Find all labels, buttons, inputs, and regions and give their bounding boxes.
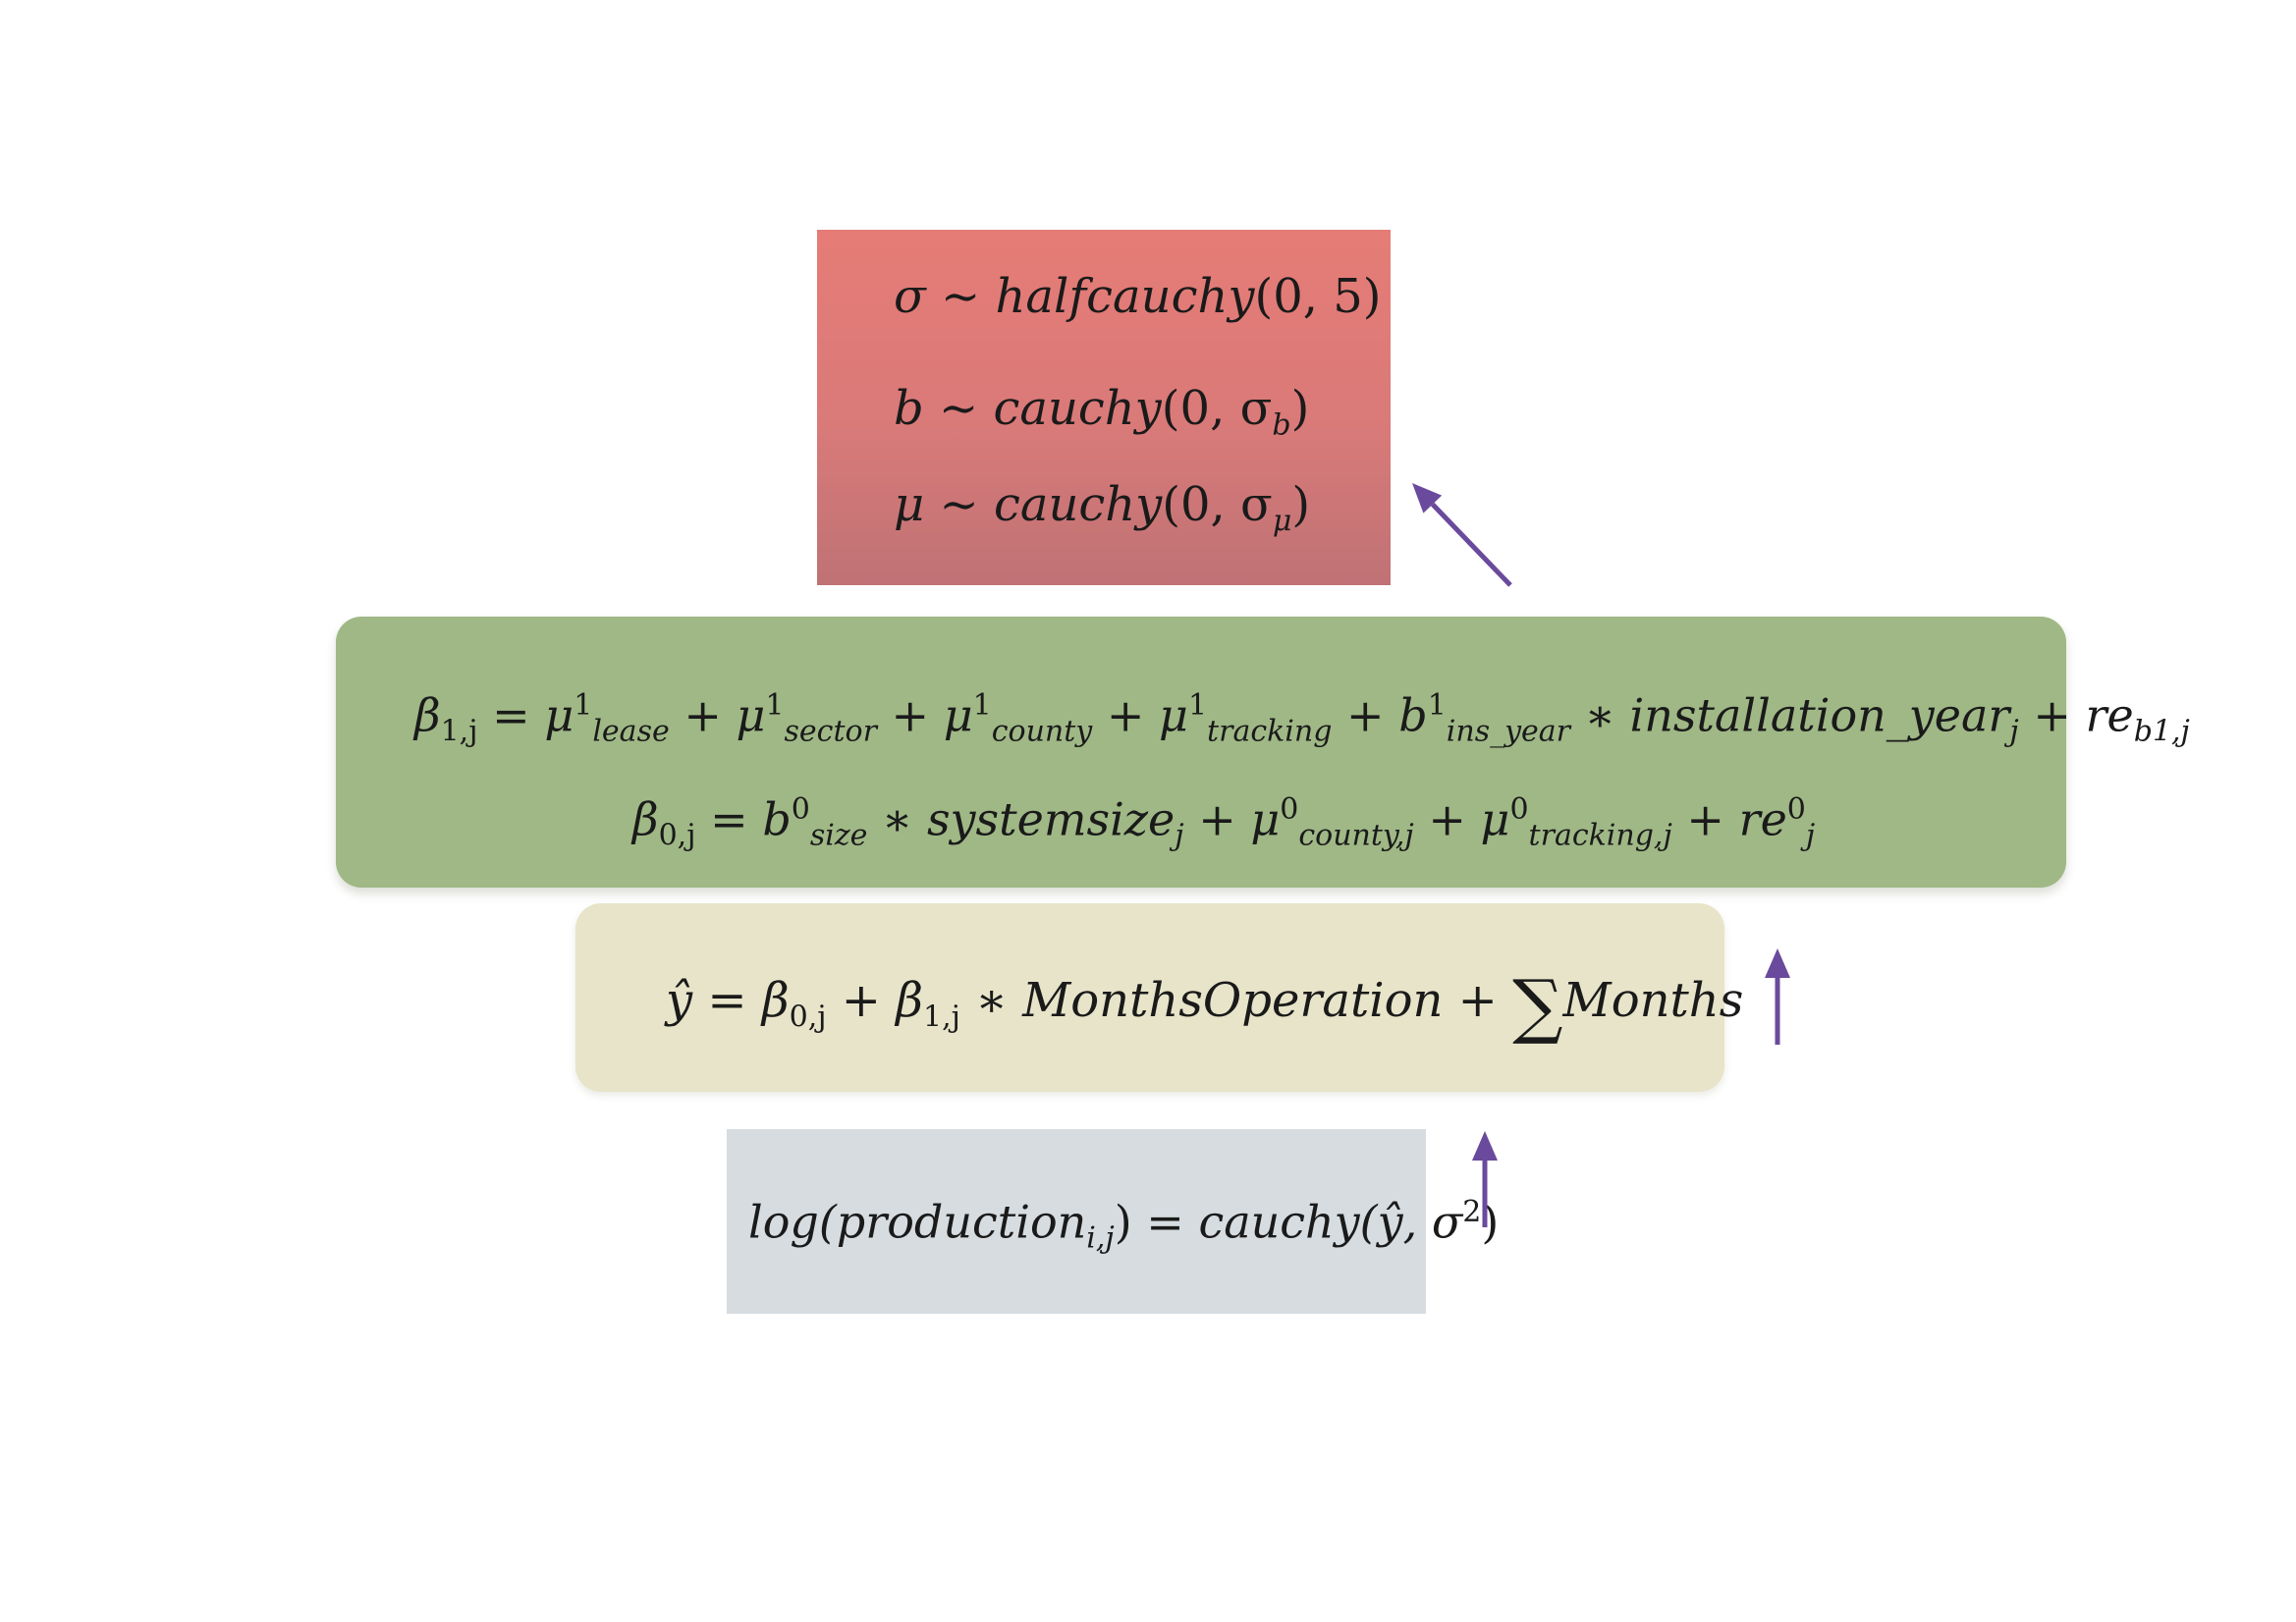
summation-symbol: ∑ xyxy=(1512,964,1563,1047)
b-size-sub: size xyxy=(809,818,868,853)
likelihood-equation: log(productioni,j) = cauchy(ŷ, σ2) xyxy=(748,1198,1499,1254)
mu-lease-symbol: μ xyxy=(544,688,574,742)
b-insyear-sup: 1 xyxy=(1427,688,1447,723)
mu-lease-sub: lease xyxy=(592,714,670,749)
beta0-lhs: β xyxy=(632,792,659,846)
prior-sigma-distribution: halfcauchy xyxy=(995,269,1255,324)
random-effect-0-sup: 0 xyxy=(1786,792,1806,827)
mu-lease-sup: 1 xyxy=(574,688,593,723)
sigma-squared-sup: 2 xyxy=(1462,1195,1482,1229)
random-effect-b1: re xyxy=(2085,688,2134,742)
prior-b-args-open: (0, σ xyxy=(1161,381,1273,436)
random-effect-0-sub: j xyxy=(1805,818,1816,853)
arrow-lik-to-mean xyxy=(1472,1131,1498,1227)
prior-b-lhs: b xyxy=(894,381,924,436)
plus-sign: + xyxy=(1332,688,1399,742)
mu-tracking-j-sup: 0 xyxy=(1509,792,1529,827)
plus-sign: + xyxy=(1413,792,1481,846)
prior-sigma-lhs: σ xyxy=(894,269,926,324)
mu-county-sup: 1 xyxy=(972,688,992,723)
mu-tracking-j-sub: tracking,j xyxy=(1528,818,1672,853)
prior-mu-args-close: ) xyxy=(1291,477,1311,532)
prior-mu-lhs: μ xyxy=(894,477,925,532)
months-variable: Months xyxy=(1562,973,1744,1028)
mu-tracking-sub: tracking xyxy=(1207,714,1333,749)
beta1-lhs-sub: 1,j xyxy=(440,714,478,749)
cauchy-likelihood: cauchy(ŷ, σ xyxy=(1198,1195,1463,1249)
installation-year-covariate: installation_year xyxy=(1629,688,2010,742)
plus-sign: + xyxy=(876,688,944,742)
mu-county-j-symbol: μ xyxy=(1250,792,1281,846)
plus-sign: + xyxy=(1183,792,1251,846)
prior-mu-distribution: cauchy xyxy=(993,477,1163,532)
systemsize-covariate: systemsize xyxy=(926,792,1175,846)
b-insyear-sub: ins_year xyxy=(1446,714,1571,749)
mu-county-sub: county xyxy=(991,714,1093,749)
beta0-lhs-sub: 0,j xyxy=(658,818,696,853)
random-effect-0: re xyxy=(1738,792,1787,846)
arrow-mean-to-coef xyxy=(1765,948,1790,1045)
likelihood-box: log(productioni,j) = cauchy(ŷ, σ2) xyxy=(727,1129,1499,1314)
y-hat: ŷ xyxy=(666,973,693,1028)
prior-mu-args-sub: μ xyxy=(1272,504,1292,539)
mu-sector-sub: sector xyxy=(784,714,877,749)
mean-box: ŷ = β0,j + β1,j ∗ MonthsOperation + ∑Mon… xyxy=(575,903,1743,1092)
prior-b-equation: b ∼ cauchy(0, σb) xyxy=(894,385,1309,441)
prior-sigma-args: (0, 5) xyxy=(1254,269,1382,324)
equals-sign: = xyxy=(695,792,763,846)
b-insyear-symbol: b xyxy=(1398,688,1428,742)
equals-sign: = xyxy=(1131,1195,1199,1249)
systemsize-sub: j xyxy=(1175,818,1184,853)
plus-sign: + xyxy=(1092,688,1160,742)
beta0-symbol: β xyxy=(761,973,790,1028)
equals-sign: = xyxy=(692,973,762,1028)
prior-b-distribution: cauchy xyxy=(993,381,1162,436)
mu-county-j-sup: 0 xyxy=(1280,792,1299,827)
mu-tracking-j-symbol: μ xyxy=(1480,792,1510,846)
months-operation-variable: MonthsOperation xyxy=(1022,973,1444,1028)
coefficients-box: β1,j = μ1lease + μ1sector + μ1county + μ… xyxy=(336,617,2190,888)
tilde-operator: ∼ xyxy=(924,477,994,532)
prior-b-args-close: ) xyxy=(1290,381,1310,436)
close-paren: ) xyxy=(1114,1195,1132,1249)
times-sign: ∗ xyxy=(959,973,1023,1028)
plus-sign: + xyxy=(826,973,897,1028)
mu-sector-symbol: μ xyxy=(736,688,766,742)
priors-box: σ ∼ halfcauchy(0, 5) b ∼ cauchy(0, σb) μ… xyxy=(817,230,1391,585)
prior-mu-args-open: (0, σ xyxy=(1162,477,1273,532)
prior-mu-equation: μ ∼ cauchy(0, σμ) xyxy=(894,481,1310,537)
mu-sector-sup: 1 xyxy=(765,688,785,723)
times-sign: ∗ xyxy=(1570,688,1630,742)
b-size-sup: 0 xyxy=(791,792,810,827)
mu-tracking-symbol: μ xyxy=(1159,688,1188,742)
log-production: log(production xyxy=(748,1195,1087,1249)
plus-sign: + xyxy=(1443,973,1513,1028)
mu-tracking-sup: 1 xyxy=(1187,688,1208,723)
installation-year-sub: j xyxy=(2009,714,2019,749)
times-sign: ∗ xyxy=(867,792,927,846)
tilde-operator: ∼ xyxy=(923,381,994,436)
tilde-operator: ∼ xyxy=(925,269,996,324)
plus-sign: + xyxy=(669,688,737,742)
beta1-symbol: β xyxy=(896,973,924,1028)
mu-county-j-sub: county,j xyxy=(1298,818,1414,853)
prior-b-args-sub: b xyxy=(1272,407,1291,443)
beta1-sub: 1,j xyxy=(923,1000,960,1035)
prior-sigma-equation: σ ∼ halfcauchy(0, 5) xyxy=(894,273,1382,320)
plus-sign: + xyxy=(2018,688,2086,742)
log-production-sub: i,j xyxy=(1086,1220,1115,1256)
beta1-equation: β1,j = μ1lease + μ1sector + μ1county + μ… xyxy=(414,691,2190,747)
b-size-symbol: b xyxy=(762,792,792,846)
random-effect-b1-sub: b1,j xyxy=(2133,714,2190,749)
mu-county-symbol: μ xyxy=(943,688,973,742)
plus-sign: + xyxy=(1671,792,1739,846)
mean-equation: ŷ = β0,j + β1,j ∗ MonthsOperation + ∑Mon… xyxy=(666,970,1743,1041)
beta0-equation: β0,j = b0size ∗ systemsizej + μ0county,j… xyxy=(632,795,1815,851)
equals-sign: = xyxy=(477,688,545,742)
arrow-coef-to-priors xyxy=(1412,483,1512,587)
beta0-sub: 0,j xyxy=(789,1000,827,1035)
beta1-lhs: β xyxy=(414,688,441,742)
